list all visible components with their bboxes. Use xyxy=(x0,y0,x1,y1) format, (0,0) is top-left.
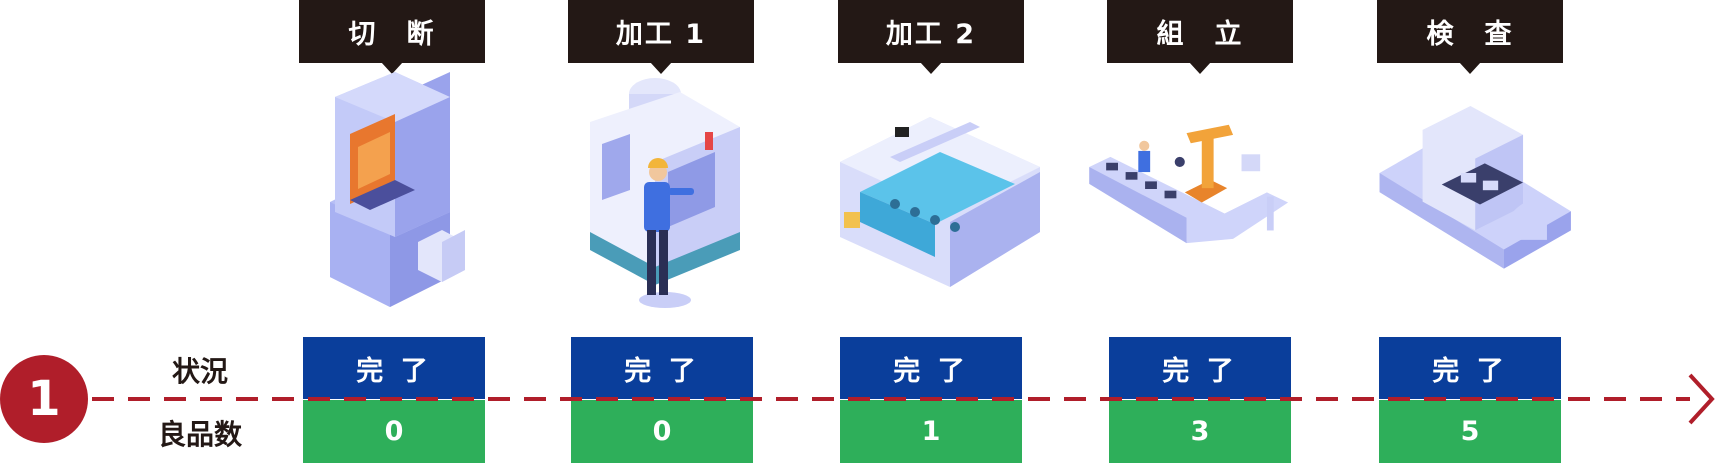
line-number-badge: 1 xyxy=(0,355,88,443)
status-cell: 完 了 xyxy=(1109,337,1291,399)
good-count-row-label: 良品数 xyxy=(157,418,242,451)
good-count-cell: 1 xyxy=(840,400,1022,463)
good-count-cell: 0 xyxy=(571,400,753,463)
press-machine-icon xyxy=(330,72,465,307)
status-cell: 完 了 xyxy=(571,337,753,399)
label-pointer xyxy=(650,62,672,74)
status-cell: 完 了 xyxy=(303,337,485,399)
flow-arrow-head xyxy=(1688,373,1715,425)
status-cell: 完 了 xyxy=(1379,337,1561,399)
stage-label-machining-2: 加工 2 xyxy=(838,0,1024,74)
stage-label-text: 組 立 xyxy=(1156,19,1244,50)
stage-label-text: 加工 1 xyxy=(615,19,707,50)
stage-label-cutting: 切 断 xyxy=(299,0,485,74)
robot-arm-conveyor-icon xyxy=(1089,124,1289,244)
stage-label-machining-1: 加工 1 xyxy=(568,0,754,74)
stage-label-text: 切 断 xyxy=(348,19,436,50)
washing-tank-machine-icon xyxy=(840,117,1040,287)
stage-label-inspection: 検 査 xyxy=(1377,0,1563,74)
stage-label-text: 加工 2 xyxy=(885,19,977,50)
cnc-machine-operator-icon xyxy=(590,78,740,308)
good-count-cell: 0 xyxy=(303,400,485,463)
good-count-cell: 3 xyxy=(1109,400,1291,463)
stage-label-assembly: 組 立 xyxy=(1107,0,1293,74)
label-pointer xyxy=(1459,62,1481,74)
inspection-scanner-icon xyxy=(1379,106,1571,269)
stage-label-text: 検 査 xyxy=(1426,19,1514,50)
label-pointer xyxy=(1189,62,1211,74)
label-pointer xyxy=(381,62,403,74)
label-pointer xyxy=(920,62,942,74)
status-row-label: 状況 xyxy=(171,355,228,388)
good-count-cell: 5 xyxy=(1379,400,1561,463)
status-cell: 完 了 xyxy=(840,337,1022,399)
